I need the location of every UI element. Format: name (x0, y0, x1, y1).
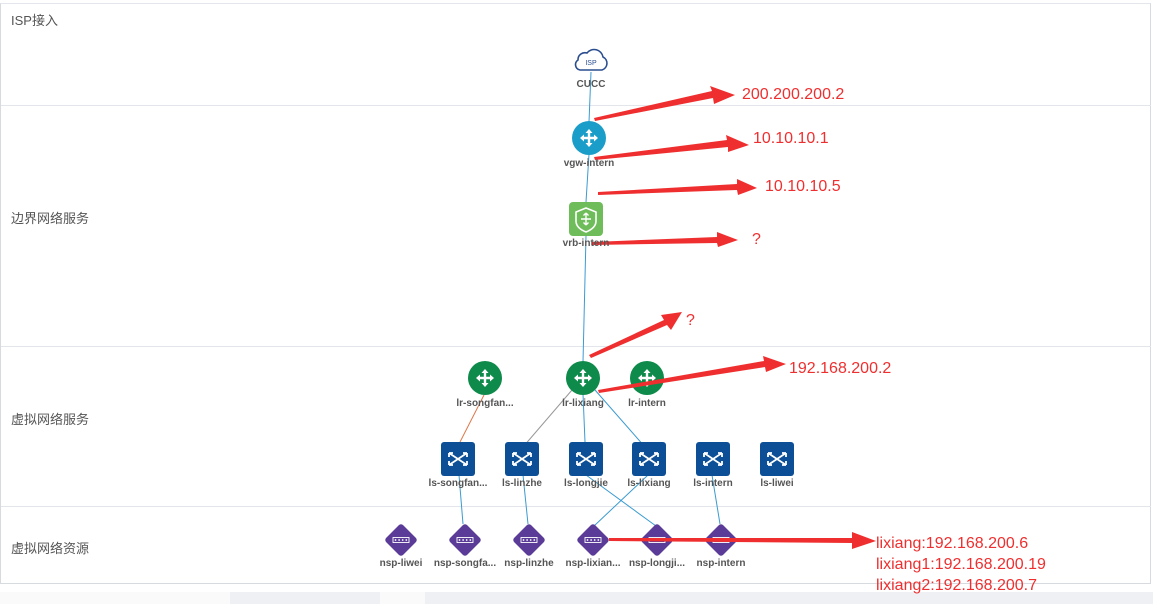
node-label-nsp-songfa: nsp-songfa... (433, 558, 497, 569)
node-label-ls-longjie: ls-longjie (564, 478, 608, 489)
node-label-vgw: vgw-intern (563, 158, 615, 169)
node-label-ls-songfan: ls-songfan... (428, 478, 488, 489)
isp-cloud-icon[interactable]: ISP (574, 48, 608, 71)
router-icon[interactable] (630, 361, 664, 395)
link-vgw-vrb (585, 153, 590, 203)
topology-panel (0, 3, 1151, 584)
link-ls-intern-nsp-intern (711, 474, 721, 525)
node-label-ls-linzhe: ls-linzhe (501, 478, 543, 489)
band-divider (1, 105, 1151, 106)
annotation-text: 10.10.10.5 (765, 178, 841, 195)
annotation-arrow (598, 356, 786, 393)
node-label-ls-lixiang: ls-lixiang (627, 478, 671, 489)
node-label-lr-songfan: lr-songfan... (456, 398, 514, 409)
router-icon[interactable] (566, 361, 600, 395)
annotation-arrow (598, 179, 757, 195)
link-cucc-vgw (588, 71, 592, 123)
band-label-virtual-service: 虚拟网络服务 (11, 412, 90, 427)
link-lr-lixiang-ls-lixiang (594, 389, 646, 448)
link-lr-lixiang-ls-linzhe (522, 389, 573, 448)
annotation-line: lixiang2:192.168.200.7 (876, 577, 1038, 594)
annotation-line: lixiang1:192.168.200.19 (876, 556, 1046, 573)
annotation-arrow (592, 232, 738, 247)
band-divider (1, 346, 1151, 347)
link-lr-songfan-ls-songfan (459, 394, 485, 443)
link-lr-lixiang-ls-longjie (582, 393, 586, 443)
link-vrb-lr-lixiang (582, 235, 587, 363)
switch-icon[interactable] (569, 442, 603, 476)
port-diamond-icon[interactable] (448, 523, 482, 557)
shield-router-icon[interactable] (569, 202, 603, 236)
switch-icon[interactable] (441, 442, 475, 476)
node-label-lr-lixiang: lr-lixiang (562, 398, 604, 409)
node-label-nsp-intern: nsp-intern (696, 558, 746, 569)
node-label-nsp-longji: nsp-longji... (628, 558, 686, 569)
node-label-nsp-lixian: nsp-lixian... (565, 558, 621, 569)
link-ls-lixiang-nsp-lixian (593, 474, 649, 527)
topology-links (458, 71, 721, 527)
port-diamond-icon[interactable] (576, 523, 610, 557)
node-label-nsp-liwei: nsp-liwei (379, 558, 423, 569)
annotation-text: ? (752, 231, 761, 248)
node-label-lr-intern: lr-intern (628, 398, 666, 409)
annotation-arrow (594, 135, 749, 160)
annotation-arrow (609, 532, 876, 549)
band-label-virtual-resource: 虚拟网络资源 (11, 541, 90, 556)
annotation-text-block: lixiang:192.168.200.6 lixiang1:192.168.2… (876, 533, 1046, 596)
node-label-ls-liwei: ls-liwei (760, 478, 794, 489)
annotation-text: 200.200.200.2 (742, 86, 845, 103)
switch-icon[interactable] (696, 442, 730, 476)
node-label-cucc: CUCC (576, 79, 606, 90)
annotation-arrows (589, 86, 876, 549)
port-diamond-icon[interactable] (512, 523, 546, 557)
link-ls-songfan-nsp-songfa (458, 474, 464, 525)
band-label-isp: ISP接入 (11, 13, 58, 28)
switch-icon[interactable] (632, 442, 666, 476)
switch-icon[interactable] (505, 442, 539, 476)
switch-icon[interactable] (760, 442, 794, 476)
horizontal-scrollbar-track[interactable] (0, 592, 1153, 604)
annotation-arrow (594, 86, 735, 121)
annotation-text: 192.168.200.2 (789, 360, 892, 377)
annotation-text: 10.10.10.1 (753, 130, 829, 147)
link-ls-linzhe-nsp-linzhe (522, 474, 529, 525)
gateway-router-icon[interactable] (572, 121, 606, 155)
band-divider (1, 506, 1151, 507)
router-icon[interactable] (468, 361, 502, 395)
node-label-ls-intern: ls-intern (693, 478, 733, 489)
annotation-line: lixiang:192.168.200.6 (876, 535, 1029, 552)
annotation-text: ? (686, 312, 695, 329)
annotation-arrow (589, 312, 682, 358)
isp-badge-text: ISP (585, 60, 597, 67)
node-label-nsp-linzhe: nsp-linzhe (504, 558, 554, 569)
node-label-vrb: vrb-intern (562, 238, 610, 249)
band-label-edge: 边界网络服务 (11, 211, 90, 226)
port-diamond-icon[interactable] (384, 523, 418, 557)
